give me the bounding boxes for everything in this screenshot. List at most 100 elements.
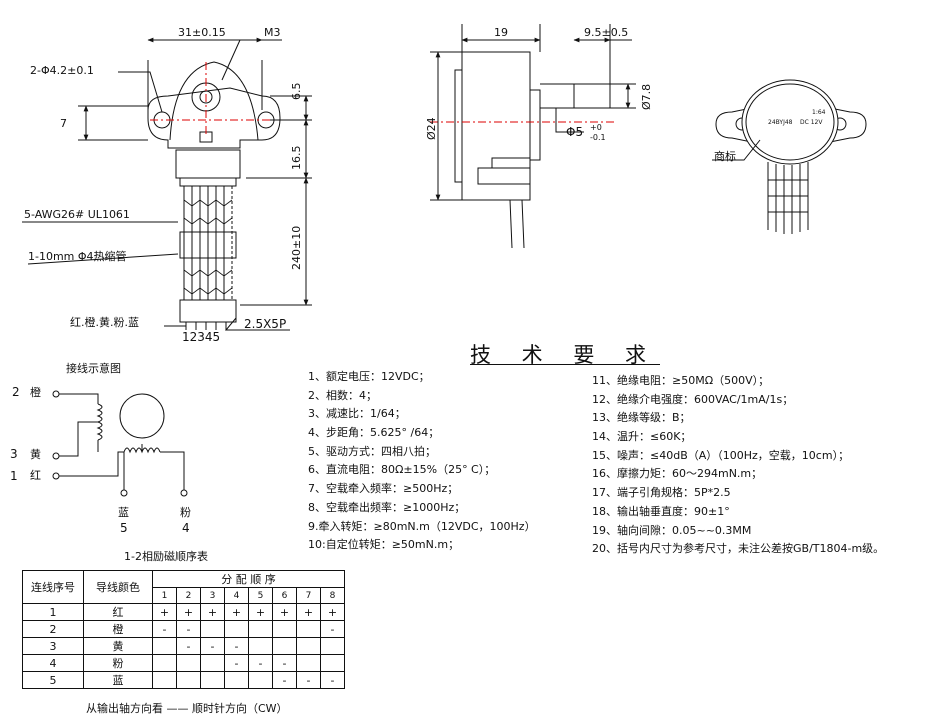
cell: - bbox=[176, 620, 201, 638]
wire-5-num: 5 bbox=[120, 521, 128, 535]
req-item: 13、绝缘等级：B； bbox=[592, 411, 691, 425]
cell bbox=[152, 671, 177, 689]
label-pins: 12345 bbox=[182, 330, 221, 344]
req-item: 15、噪声：≤40dB（A）（100Hz，空载，10cm）； bbox=[592, 448, 850, 462]
row-seq: 2 bbox=[22, 620, 84, 638]
motor-can bbox=[461, 51, 531, 201]
wire-5-color: 蓝 bbox=[118, 506, 129, 519]
cell bbox=[296, 637, 321, 655]
row-color: 黄 bbox=[83, 637, 153, 655]
iso-view bbox=[712, 79, 867, 234]
col-header-color: 导线颜色 bbox=[83, 570, 153, 604]
row-seq: 5 bbox=[22, 671, 84, 689]
side-lead bbox=[509, 199, 525, 249]
step-header: 1 bbox=[152, 587, 177, 604]
cell bbox=[176, 671, 201, 689]
mounting-flange bbox=[147, 87, 281, 149]
cell bbox=[248, 637, 273, 655]
cell bbox=[176, 654, 201, 672]
cell: - bbox=[248, 654, 273, 672]
row-color: 蓝 bbox=[83, 671, 153, 689]
step-header: 3 bbox=[200, 587, 225, 604]
dim-m3: M3 bbox=[264, 26, 281, 39]
req-item: 6、直流电阻：80Ω±15%（25° C）； bbox=[308, 463, 496, 477]
cell bbox=[200, 671, 225, 689]
req-item: 14、温升：≤60K； bbox=[592, 430, 692, 444]
label-awg: 5-AWG26# UL1061 bbox=[24, 208, 130, 221]
cable-exit-block bbox=[175, 149, 241, 179]
rotor-symbol bbox=[119, 393, 165, 439]
cell: - bbox=[224, 637, 249, 655]
dim-9-5: 9.5±0.5 bbox=[584, 26, 629, 39]
cell: - bbox=[224, 654, 249, 672]
req-item: 20、括号内尺寸为参考尺寸，未注公差按GB/T1804-m级。 bbox=[592, 542, 885, 556]
dim-d5-tol-plus: +0 bbox=[590, 123, 602, 132]
table-footer: 从输出轴方向看 —— 顺时针方向（CW） bbox=[86, 702, 288, 715]
terminal-block bbox=[477, 157, 531, 185]
dim-7: 7 bbox=[60, 117, 67, 130]
requirements-title: 技 术 要 求 bbox=[470, 343, 659, 367]
front-view bbox=[22, 37, 312, 331]
motor-body bbox=[169, 61, 259, 141]
col-header-seq: 连线序号 bbox=[22, 570, 84, 604]
cell: - bbox=[152, 620, 177, 638]
cell: + bbox=[320, 603, 345, 621]
table-row: 1 红 + + + + + + + + bbox=[22, 603, 345, 621]
wiring-title: 接线示意图 bbox=[66, 362, 121, 375]
table-row: 2 橙 - - - bbox=[22, 620, 345, 638]
nameplate-model: 24BYJ48 bbox=[768, 119, 793, 126]
output-shaft bbox=[540, 83, 611, 109]
cell: - bbox=[296, 671, 321, 689]
wire-1-color: 红 bbox=[30, 469, 41, 482]
shaft-boss-side bbox=[530, 89, 541, 161]
row-color: 粉 bbox=[83, 654, 153, 672]
req-item: 9.牵入转矩：≥80mN.m（12VDC，100Hz） bbox=[308, 519, 536, 533]
dim-d5: Φ5 bbox=[566, 125, 584, 139]
cell bbox=[200, 654, 225, 672]
req-item: 5、驱动方式：四相八拍； bbox=[308, 444, 436, 458]
coil-a bbox=[96, 403, 103, 441]
dim-6-5: 6.5 bbox=[290, 82, 303, 101]
requirements-left: 1、额定电压：12VDC； 2、相数：4； 3、减速比：1/64； 4、步距角：… bbox=[308, 368, 536, 555]
lead-wires bbox=[183, 186, 233, 300]
label-brand: 商标 bbox=[714, 150, 736, 163]
title-underline bbox=[470, 364, 660, 365]
cell: + bbox=[224, 603, 249, 621]
cell bbox=[200, 620, 225, 638]
step-header: 4 bbox=[224, 587, 249, 604]
nameplate-voltage: DC 12V bbox=[800, 119, 823, 126]
step-header: 6 bbox=[272, 587, 297, 604]
req-item: 8、空载牵出频率：≥1000Hz； bbox=[308, 500, 466, 514]
heat-shrink bbox=[179, 231, 237, 259]
nameplate-ratio: 1:64 bbox=[812, 109, 826, 116]
label-pitch: 2.5X5P bbox=[244, 317, 287, 331]
iso-cable bbox=[767, 162, 809, 234]
req-item: 16、摩擦力矩：60～294mN.m； bbox=[592, 467, 763, 481]
req-item: 18、输出轴垂直度：90±1° bbox=[592, 504, 730, 518]
req-item: 12、绝缘介电强度：600VAC/1mA/1s； bbox=[592, 392, 794, 406]
wiring-diagram bbox=[52, 390, 188, 497]
terminal-connector bbox=[179, 299, 237, 323]
wire-4-color: 粉 bbox=[180, 506, 191, 519]
excitation-table: 连线序号 导线颜色 分 配 顺 序 1 2 3 4 5 6 7 8 1 红 + … bbox=[22, 570, 345, 689]
table-caption: 1-2相励磁顺序表 bbox=[124, 550, 208, 563]
cell: - bbox=[176, 637, 201, 655]
cell bbox=[320, 654, 345, 672]
side-view bbox=[430, 24, 636, 249]
cell: + bbox=[176, 603, 201, 621]
cell: - bbox=[272, 671, 297, 689]
cell: + bbox=[296, 603, 321, 621]
table-row: 4 粉 - - - bbox=[22, 654, 345, 672]
cell bbox=[152, 654, 177, 672]
wire-2-num: 2 bbox=[12, 385, 20, 399]
step-header: 5 bbox=[248, 587, 273, 604]
cell bbox=[248, 620, 273, 638]
cell bbox=[272, 620, 297, 638]
dim-d5-tol-minus: -0.1 bbox=[590, 133, 606, 142]
requirements-right: 11、绝缘电阻：≥50MΩ（500V）； 12、绝缘介电强度：600VAC/1m… bbox=[592, 372, 884, 559]
row-seq: 3 bbox=[22, 637, 84, 655]
cell bbox=[272, 637, 297, 655]
cell bbox=[320, 637, 345, 655]
row-seq: 4 bbox=[22, 654, 84, 672]
